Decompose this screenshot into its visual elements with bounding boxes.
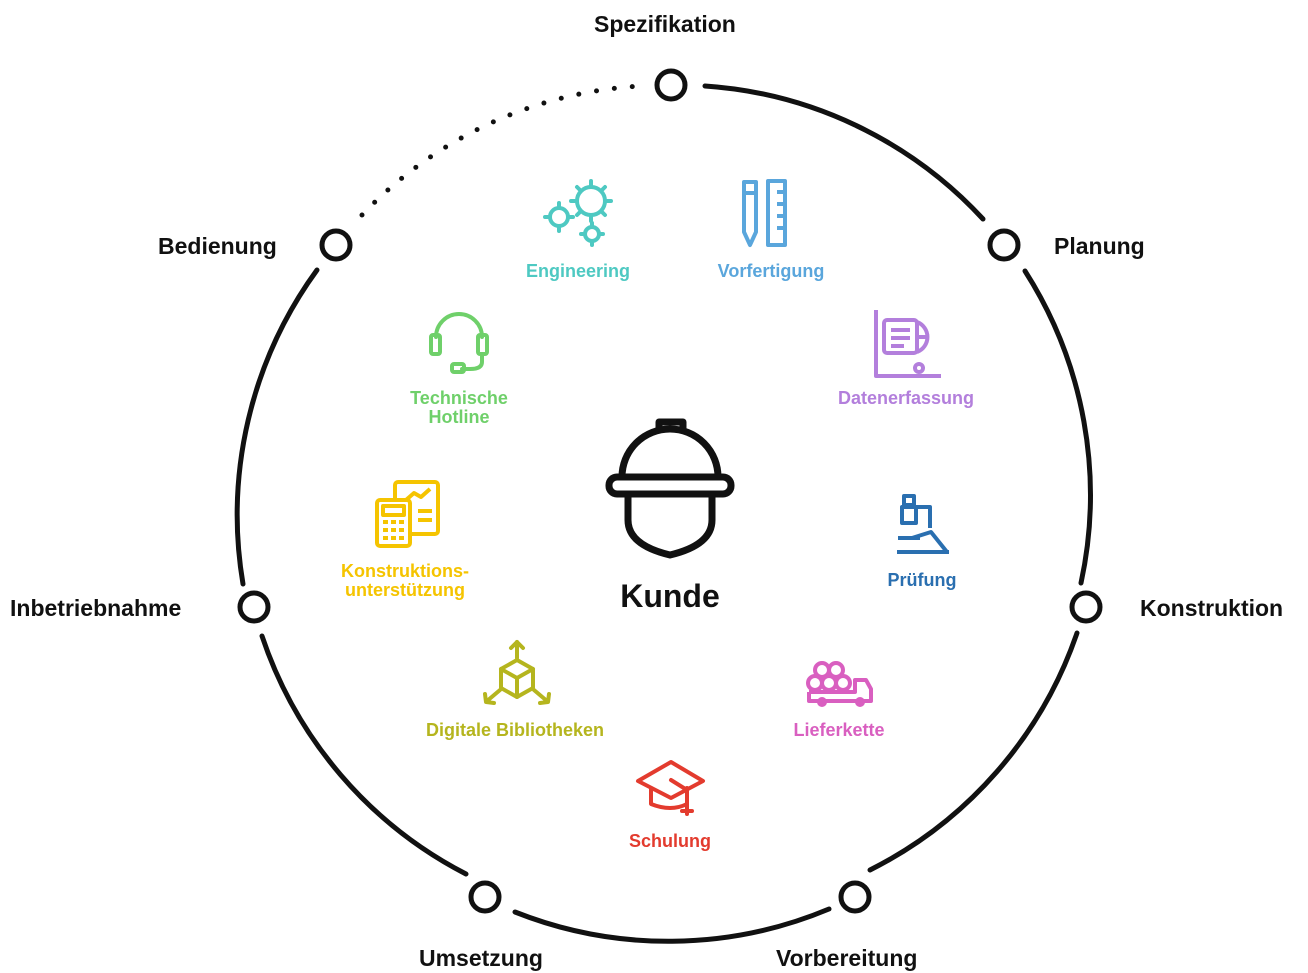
service-label-line: Hotline <box>428 406 490 427</box>
cycle-ring <box>234 83 1093 944</box>
pencil-ruler-icon <box>742 179 787 247</box>
node-umsetzung <box>468 880 502 914</box>
service-label-lieferkette: Lieferkette <box>793 720 885 740</box>
service-label-datenerfassung: Datenerfassung <box>837 388 975 408</box>
microscope-icon <box>897 494 949 554</box>
ring-segment-spezifikation-planung <box>702 83 986 222</box>
service-label-line: Konstruktions- <box>341 561 469 581</box>
node-konstruktion <box>1069 590 1103 624</box>
stage-nodes <box>237 68 1103 914</box>
headset-icon <box>429 312 489 374</box>
center-label: Kunde <box>620 578 720 614</box>
stage-label-vorbereitung: Vorbereitung <box>776 945 918 971</box>
node-spezifikation <box>654 68 688 102</box>
service-label-line: unterstützung <box>345 579 465 600</box>
ring-segment-planung-konstruktion <box>1022 268 1093 586</box>
service-label-technische-hotline: Technische Hotline <box>410 389 508 427</box>
calculator-documents-icon <box>375 480 440 548</box>
stage-label-umsetzung: Umsetzung <box>419 945 543 971</box>
node-vorbereitung <box>838 880 872 914</box>
stage-label-planung: Planung <box>1054 233 1145 259</box>
stage-label-spezifikation: Spezifikation <box>594 11 736 37</box>
node-bedienung <box>319 228 353 262</box>
service-label-vorfertigung: Vorfertigung <box>717 261 825 281</box>
service-label-pruefung: Prüfung <box>887 570 957 590</box>
stage-label-inbetriebnahme: Inbetriebnahme <box>10 595 182 621</box>
service-label-line: Technische <box>410 388 508 408</box>
hard-hat-icon <box>605 418 735 559</box>
cube-arrows-icon <box>483 640 551 705</box>
node-inbetriebnahme <box>237 590 271 624</box>
truck-pipes-icon <box>806 661 873 707</box>
service-label-digitale-bibliotheken: Digitale Bibliotheken <box>425 720 605 740</box>
node-planung <box>987 228 1021 262</box>
graduation-cap-icon <box>636 760 705 816</box>
ring-segment-umsetzung-inbetriebnahme <box>259 633 469 877</box>
service-label-engineering: Engineering <box>525 261 631 281</box>
data-capture-icon <box>874 310 941 378</box>
ring-segment-inbetriebnahme-bedienung <box>234 267 320 587</box>
ring-segment-vorbereitung-umsetzung <box>512 906 832 944</box>
stage-label-bedienung: Bedienung <box>158 233 277 259</box>
gears-icon <box>543 179 613 247</box>
stage-label-konstruktion: Konstruktion <box>1140 595 1284 621</box>
ring-segment-konstruktion-vorbereitung <box>867 630 1080 873</box>
ring-segment-bedienung-spezifikation-dotted <box>359 83 645 218</box>
service-label-konstruktionsunterstuetzung: Konstruktions- unterstützung <box>341 562 469 600</box>
service-label-schulung: Schulung <box>629 831 711 851</box>
